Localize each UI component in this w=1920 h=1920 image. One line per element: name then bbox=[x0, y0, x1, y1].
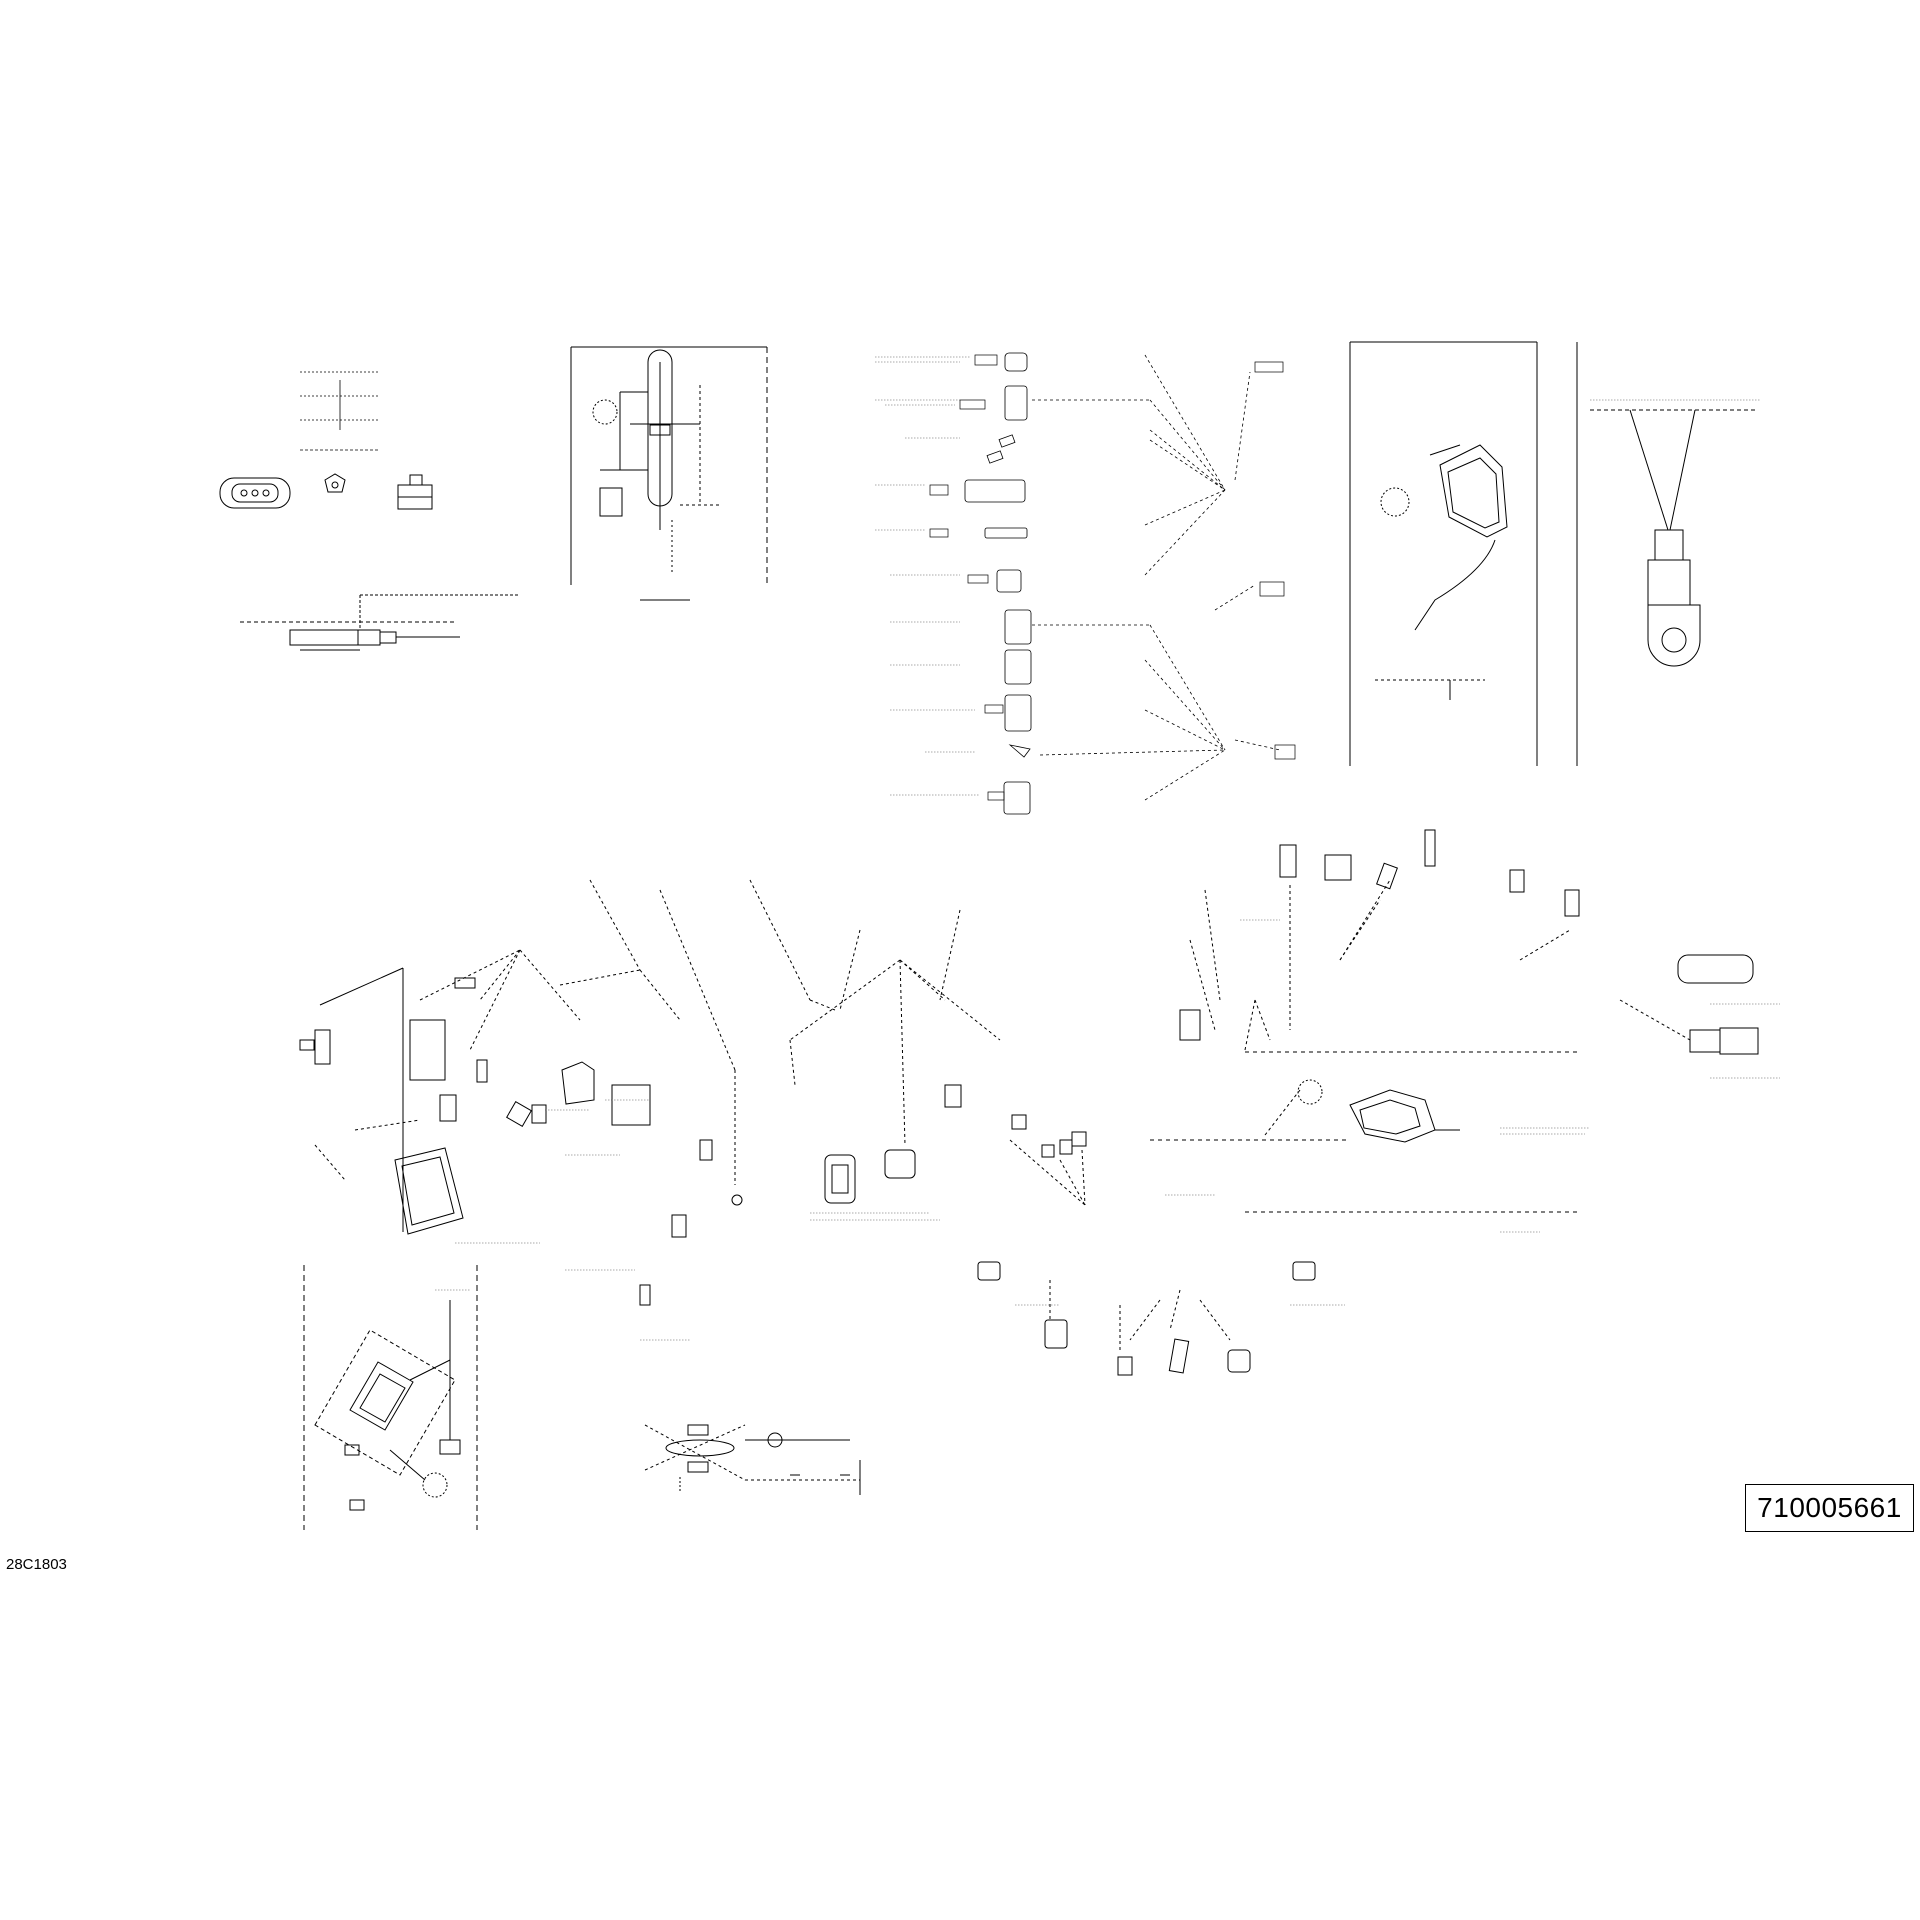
detail-b-panel bbox=[570, 346, 768, 601]
terminal-detail-a bbox=[240, 594, 520, 651]
terminal-seal-icon bbox=[324, 473, 346, 493]
detail-c-panel bbox=[1349, 341, 1538, 766]
main-harness-center bbox=[749, 879, 1087, 1206]
detail-e-panel bbox=[303, 1265, 478, 1530]
connector-list-top bbox=[929, 352, 1296, 815]
oval-connector-icon bbox=[219, 477, 291, 509]
drawing-code: 28C1803 bbox=[6, 1556, 67, 1573]
part-number-box: 710005661 bbox=[1745, 1484, 1914, 1532]
detail-d-panel bbox=[1576, 342, 1755, 766]
bottom-connectors bbox=[977, 1261, 1316, 1376]
sensor-connector-icon bbox=[397, 474, 433, 510]
connector-pinout-chart bbox=[300, 371, 380, 451]
detail-a-group bbox=[219, 371, 520, 651]
main-harness-left bbox=[299, 879, 743, 1306]
main-harness-right bbox=[1150, 829, 1759, 1213]
detail-f-panel bbox=[644, 1424, 861, 1495]
part-number: 710005661 bbox=[1757, 1492, 1902, 1523]
label-placeholders bbox=[435, 356, 1780, 1341]
